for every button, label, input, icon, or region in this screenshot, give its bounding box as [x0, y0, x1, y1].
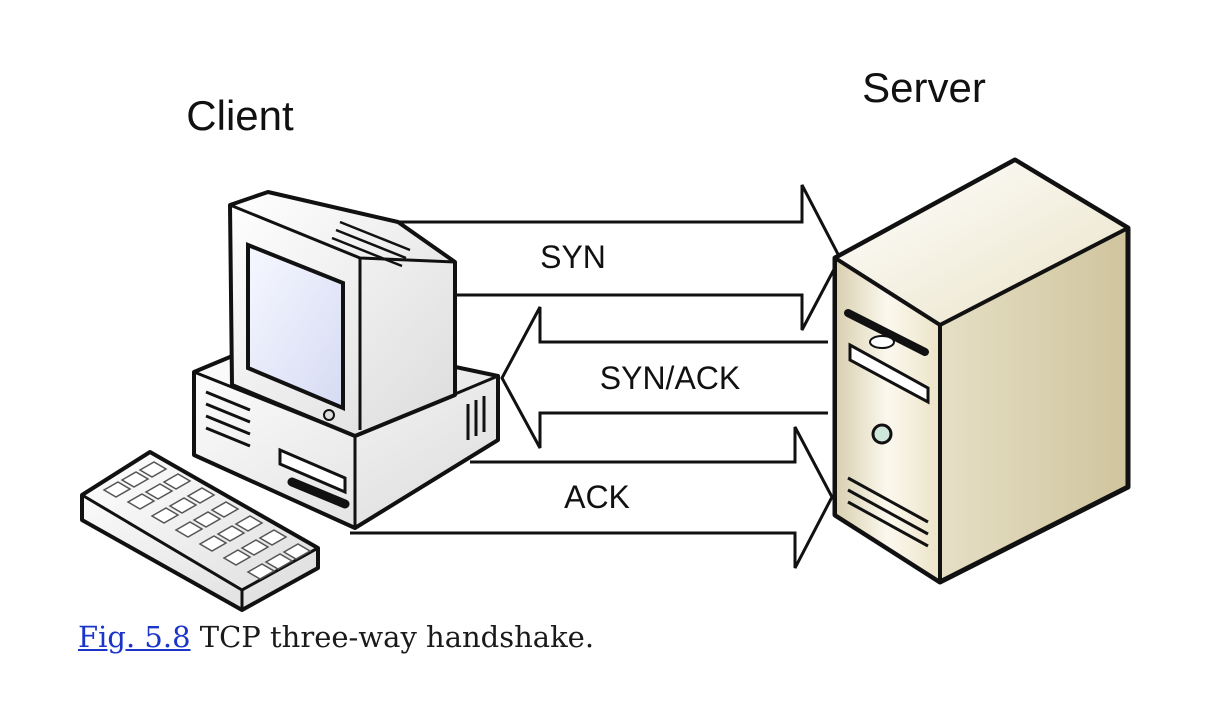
- syn-ack-arrow: [500, 306, 828, 449]
- syn-ack-label: SYN/ACK: [600, 360, 740, 396]
- client-label: Client: [186, 92, 294, 139]
- server-label: Server: [862, 64, 986, 111]
- syn-label: SYN: [540, 239, 606, 275]
- desktop-computer-icon: [192, 190, 500, 530]
- server-tower-icon: [832, 157, 1131, 585]
- caption-text: TCP three-way handshake.: [190, 620, 595, 654]
- ack-label: ACK: [564, 479, 630, 515]
- figure-link[interactable]: Fig. 5.8: [78, 620, 191, 654]
- syn-arrow: [398, 184, 842, 331]
- keyboard-icon: [80, 450, 320, 612]
- figure-caption: Fig. 5.8 TCP three-way handshake.: [78, 620, 594, 654]
- ack-arrow: [350, 426, 834, 569]
